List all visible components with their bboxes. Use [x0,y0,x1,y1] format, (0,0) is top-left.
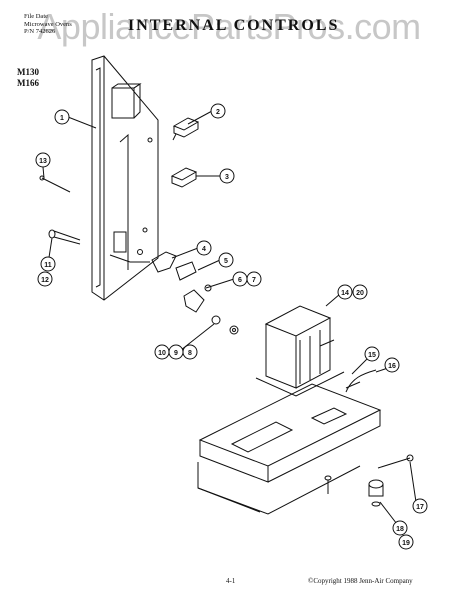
page-title: INTERNAL CONTROLS [128,17,340,34]
grommet-part-18 [368,479,384,507]
actuator-parts [151,251,212,313]
svg-text:5: 5 [224,258,228,265]
callout-15: 15 [364,346,380,362]
svg-text:14: 14 [341,290,349,297]
meta-file-date: File Date [24,13,49,20]
callout-16: 16 [384,357,400,373]
callout-1: 1 [54,109,70,125]
model-m166: M166 [17,78,39,88]
callouts: 1 2 3 4 5 6 7 8 9 10 11 12 13 14 20 15 1… [35,103,428,550]
model-list: M130 M166 [17,67,39,89]
callout-13: 13 [35,152,51,168]
callout-17: 17 [412,498,428,514]
svg-text:20: 20 [356,290,364,297]
callout-5: 5 [218,252,234,268]
callout-10: 10 [154,344,170,360]
svg-text:19: 19 [402,540,410,547]
svg-text:8: 8 [188,350,192,357]
pin-part-13 [41,177,71,193]
screw-part-17 [377,457,411,469]
watermark: AppliancePartsPros.com [37,6,421,47]
svg-text:9: 9 [174,350,178,357]
svg-text:4: 4 [202,246,206,253]
callout-19: 19 [398,534,414,550]
transformer-part-14 [255,305,345,397]
callout-2: 2 [210,103,226,119]
svg-text:2: 2 [216,109,220,116]
svg-text:17: 17 [416,504,424,511]
screw-part-11 [48,229,81,245]
control-bracket [91,55,159,301]
copyright: ©Copyright 1988 Jenn-Air Company [308,577,413,585]
svg-text:3: 3 [225,174,229,181]
callout-6: 6 [232,271,248,287]
svg-text:15: 15 [368,352,376,359]
svg-text:11: 11 [44,262,52,269]
svg-text:6: 6 [238,277,242,284]
callout-14: 14 [337,284,353,300]
svg-text:16: 16 [388,363,396,370]
callout-18: 18 [392,520,408,536]
svg-text:18: 18 [396,526,404,533]
nut-part-8 [211,315,239,335]
callout-7: 7 [246,271,262,287]
callout-9: 9 [168,344,184,360]
callout-11: 11 [40,256,56,272]
callout-12: 12 [37,271,53,287]
meta-product: Microwave Ovens [24,20,72,28]
svg-text:1: 1 [60,115,64,122]
svg-text:7: 7 [252,277,256,284]
callout-20: 20 [352,284,368,300]
switch-part-3 [170,167,198,188]
page-number: 4-1 [226,577,236,585]
callout-8: 8 [182,344,198,360]
callout-4: 4 [196,240,212,256]
document-meta: File Date Microwave Ovens P/N 742626 [24,13,72,36]
svg-text:13: 13 [39,158,47,165]
model-m130: M130 [17,67,39,77]
base-plate [197,339,382,515]
svg-text:10: 10 [158,350,166,357]
meta-part-number: P/N 742626 [24,28,56,35]
svg-text:12: 12 [41,277,49,284]
switch-part-2 [172,117,200,141]
callout-3: 3 [219,168,235,184]
